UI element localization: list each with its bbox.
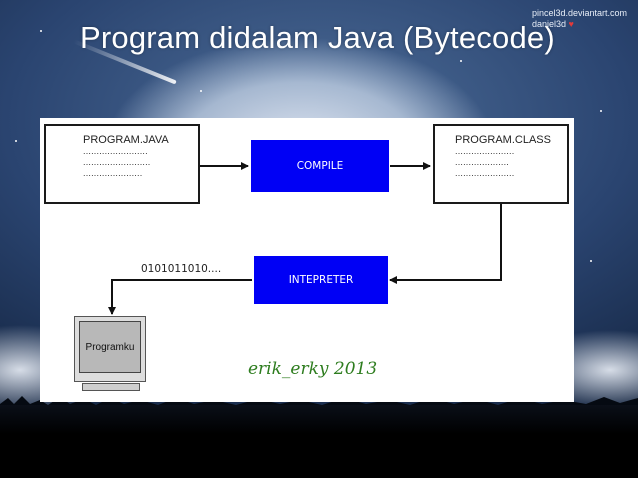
diagram-panel: PROGRAM.JAVA ........................ ..…	[40, 118, 574, 402]
code-line: .........................	[83, 157, 151, 167]
arrow-to-monitor	[108, 279, 252, 315]
program-class-box: PROGRAM.CLASS ...................... ...…	[433, 124, 569, 204]
watermark: pincel3d.deviantart.com daniel3d ♥	[532, 8, 627, 30]
ground-silhouette	[0, 405, 638, 478]
code-line: ......................	[455, 168, 515, 178]
slide-title: Program didalam Java (Bytecode)	[80, 20, 555, 55]
code-line: ......................	[455, 146, 515, 156]
author-signature: erik_erky 2013	[248, 359, 378, 379]
program-class-label: PROGRAM.CLASS	[455, 134, 551, 146]
star	[590, 260, 592, 262]
arrow-to-interpreter	[389, 204, 502, 284]
watermark-line-1: pincel3d.deviantart.com	[532, 8, 628, 18]
monitor-base	[82, 383, 140, 391]
code-line: ........................	[83, 146, 148, 156]
binary-text: 0101011010....	[141, 263, 222, 275]
star	[200, 90, 202, 92]
watermark-line-2: daniel3d	[532, 19, 567, 29]
monitor-icon: Programku	[74, 316, 146, 382]
compile-box: COMPILE	[251, 140, 389, 192]
program-java-box: PROGRAM.JAVA ........................ ..…	[44, 124, 200, 204]
star	[40, 30, 42, 32]
star	[460, 60, 462, 62]
code-line: ......................	[83, 168, 143, 178]
interpreter-box: INTEPRETER	[254, 256, 388, 304]
star	[600, 110, 602, 112]
heart-icon: ♥	[568, 19, 574, 29]
star	[15, 140, 17, 142]
program-java-label: PROGRAM.JAVA	[83, 134, 169, 146]
monitor-screen: Programku	[79, 321, 141, 373]
flow-arrows	[108, 162, 502, 315]
code-line: ....................	[455, 157, 510, 167]
